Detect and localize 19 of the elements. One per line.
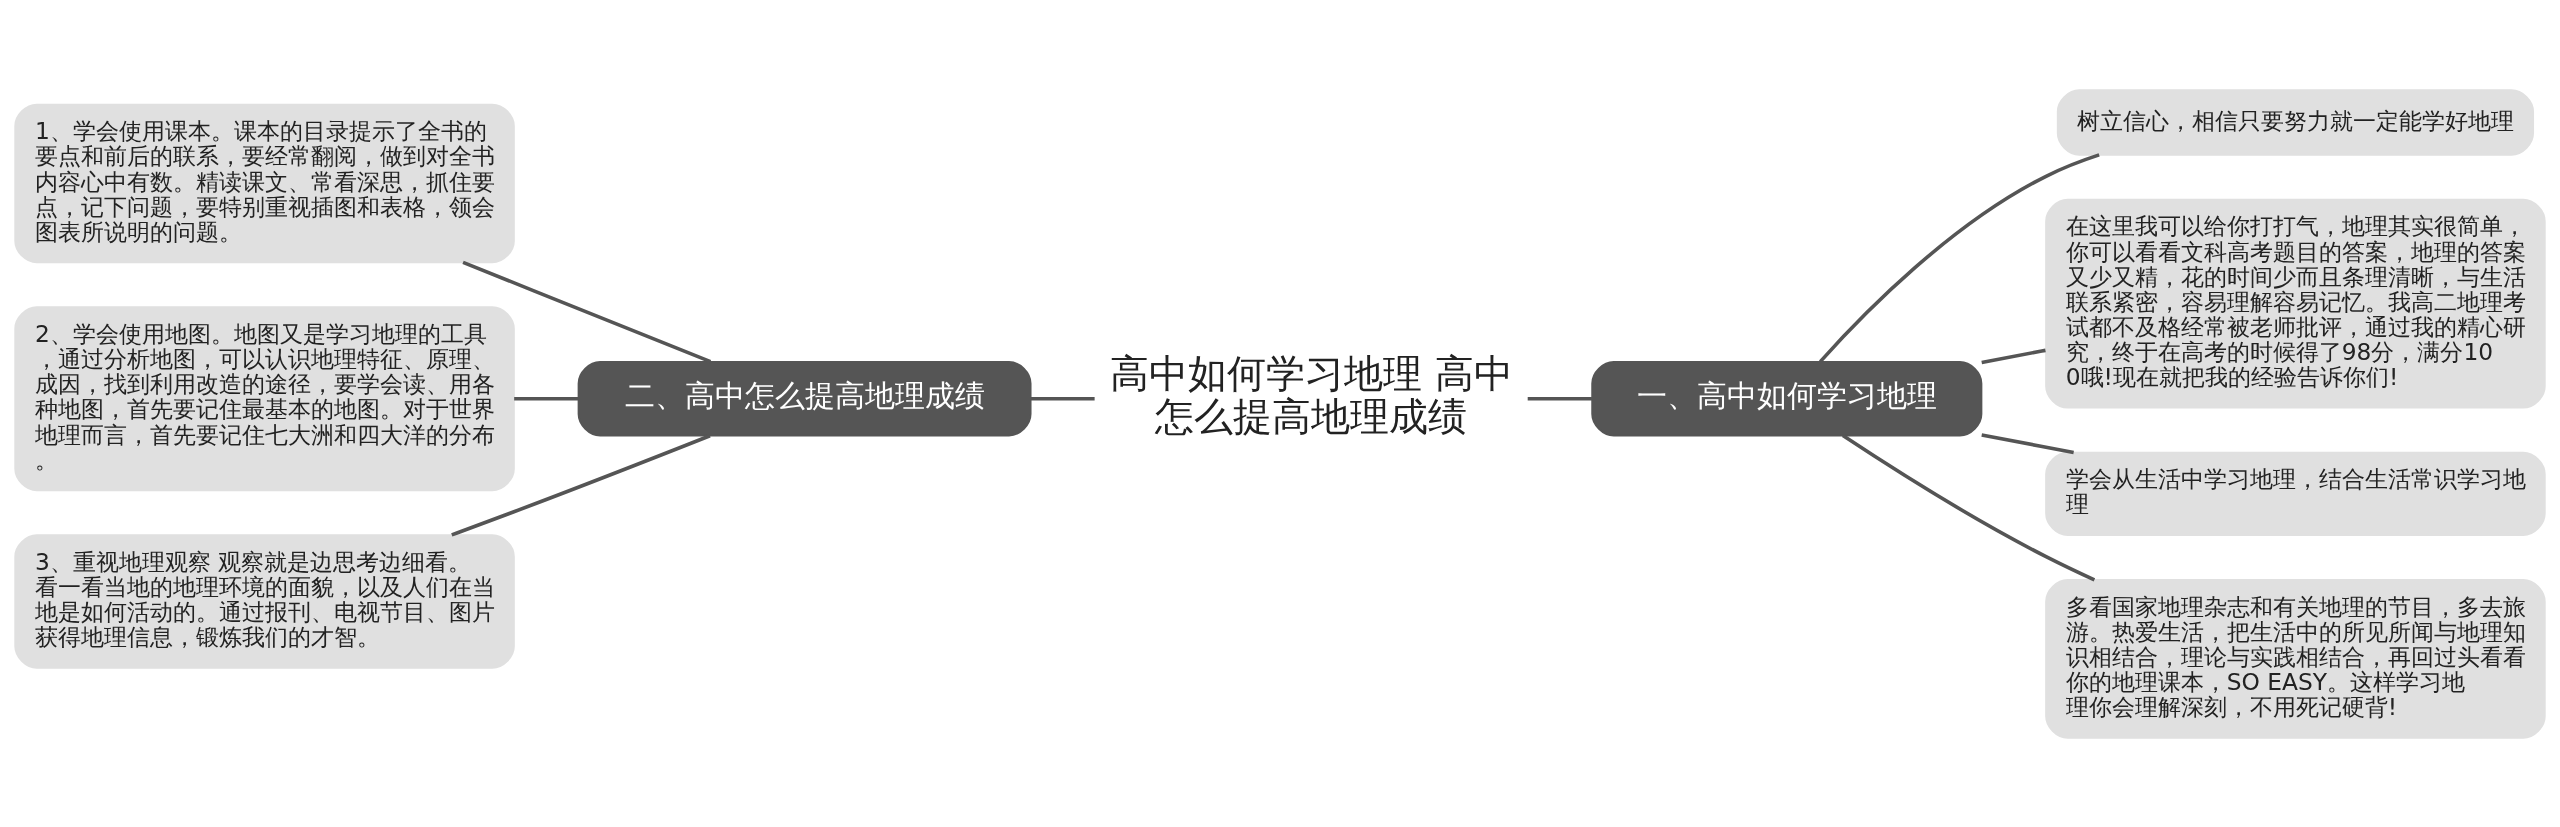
connector <box>462 260 712 363</box>
node-box: 在这里我可以给你打打气，地理其实很简单，你可以看看文科高考题目的答案，地理的答案又少又精，花的时间少而且条理清晰，与生活联系紧密，容易理解容易记忆。我高二地理考试都不及格经常被老师批评，通过我的精心研究，终于在高考的时候得了98分，满分100哦!现在就把我的经验告诉你们! <box>2045 198 2546 409</box>
node-box: 3、重视地理观察 观察就是边思考边细看。看一看当地的地理环境的面貌，以及人们在当地是如何活动的。通过报刊、电视节目、图片获得地理信息，锻炼我们的才智。 <box>14 533 515 669</box>
node-box: 多看国家地理杂志和有关地理的节目，多去旅游。热爱生活，把生活中的所见所闻与地理知识相结合，理论与实践相结合，再回过头看看你的地理课本，SO EASY。这样学习地理你会理解深刻，不用死记硬背! <box>2045 578 2546 739</box>
connector <box>451 433 711 537</box>
node-text: 高中如何学习地理 高中怎么提高地理成绩 <box>1110 349 1513 439</box>
connector <box>1841 433 2096 581</box>
node-box: 2、学会使用地图。地图又是学习地理的工具，通过分析地图，可以认识地理特征、原理、成因，找到利用改造的途径，要学会读、用各种地图，首先要记住最基本的地图。对于世界地理而言，首先要记住七大洲和四大洋的分布。 <box>14 305 515 491</box>
node-box: 树立信心，相信只要努力就一定能学好地理 <box>2056 88 2535 156</box>
connector <box>1981 348 2046 364</box>
node-box: 学会从生活中学习地理，结合生活常识学习地理 <box>2045 451 2546 536</box>
node-box: 一、高中如何学习地理 <box>1591 360 1983 436</box>
node-box: 二、高中怎么提高地理成绩 <box>577 360 1032 436</box>
connector <box>1030 396 1095 401</box>
node-box: 1、学会使用课本。课本的目录提示了全书的要点和前后的联系，要经常翻阅，做到对全书内容心中有数。精读课文、常看深思，抓住要点，记下问题，要特别重视插图和表格，领会图表所说明的问题。 <box>14 103 515 263</box>
connector <box>1527 396 1592 401</box>
connector <box>1819 152 2100 363</box>
connector <box>514 396 579 401</box>
connector <box>1981 432 2074 454</box>
